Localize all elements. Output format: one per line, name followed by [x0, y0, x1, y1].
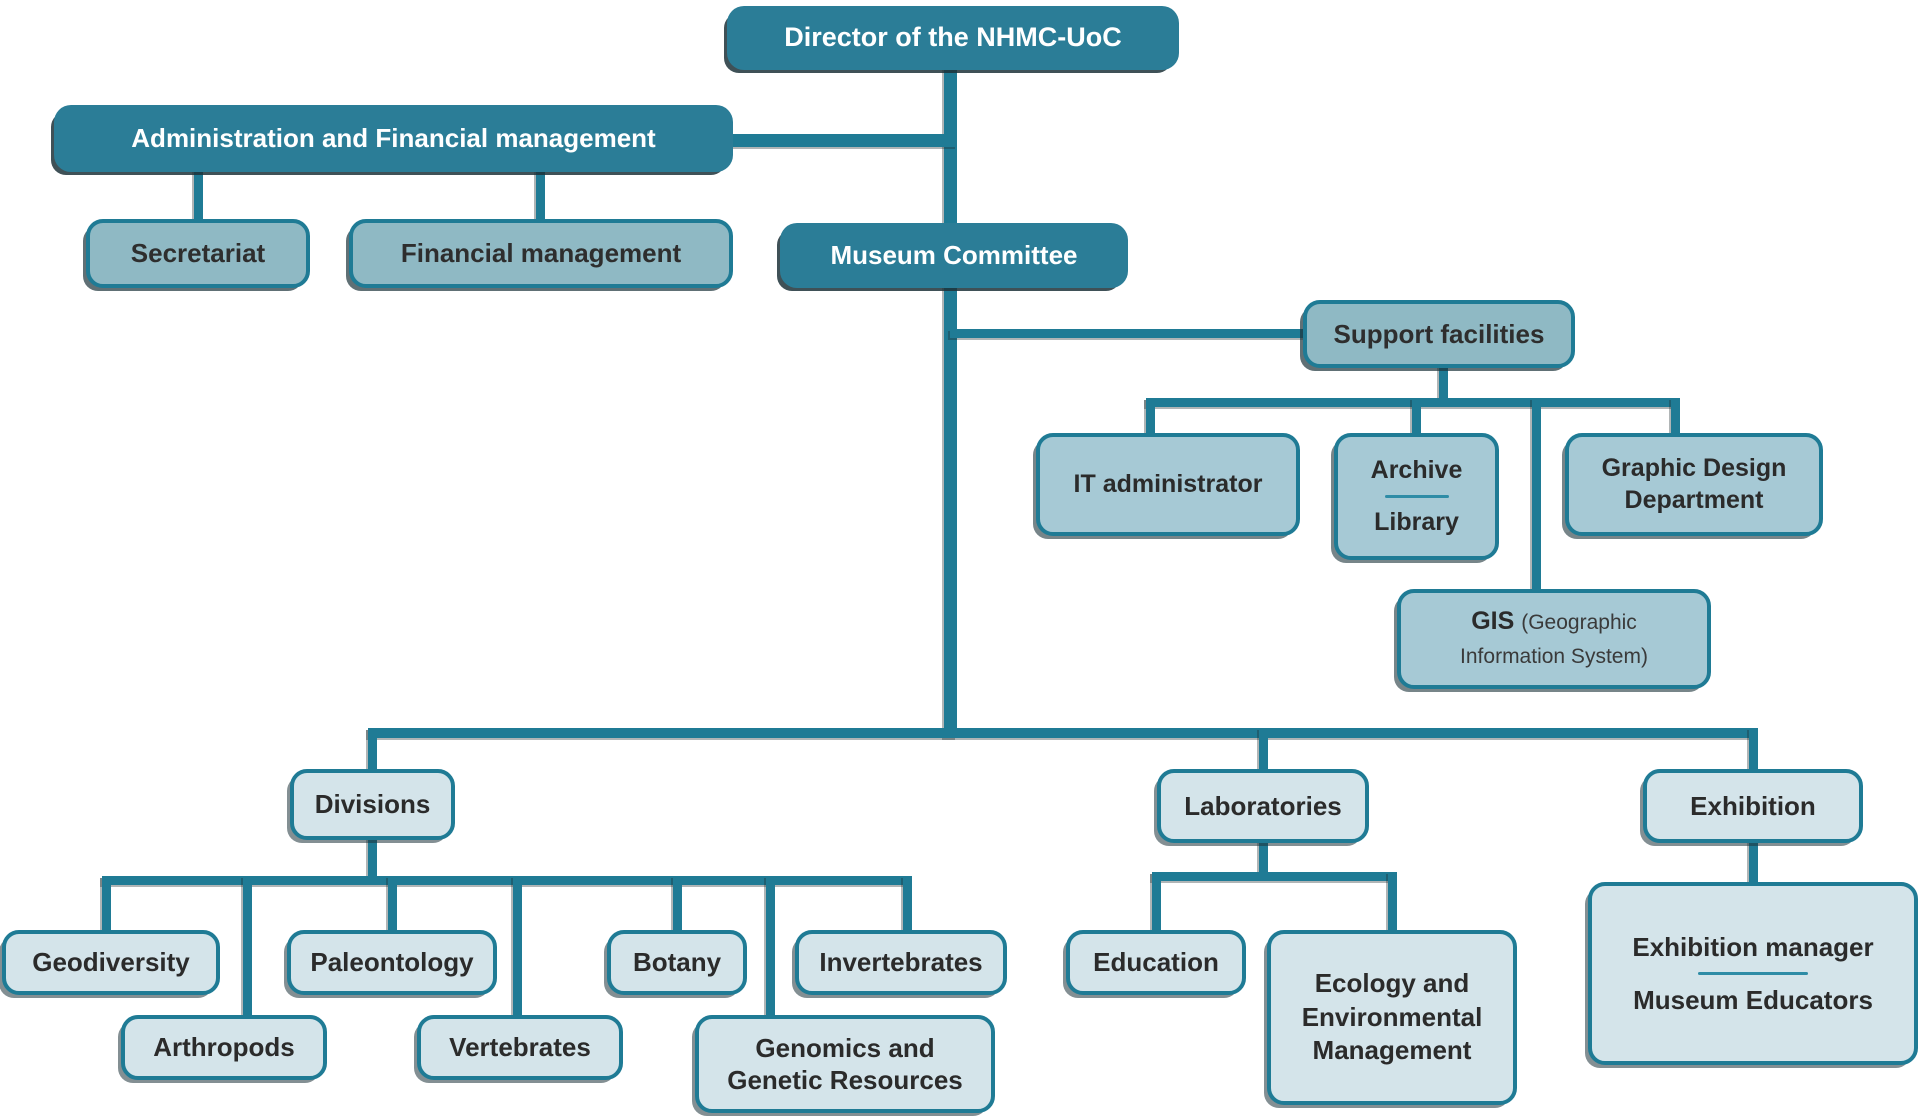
- connector-support-facilities: [950, 329, 1310, 338]
- archive-library-divider: [1384, 495, 1449, 498]
- connector-gis-drop: [1532, 398, 1541, 594]
- node-education-label: Education: [1093, 947, 1219, 978]
- node-director: Director of the NHMC-UoC: [727, 6, 1179, 70]
- node-archive-label: Archive: [1370, 455, 1463, 484]
- node-ecology-label: Ecology and Environmental Management: [1301, 967, 1483, 1066]
- node-graphic-design: Graphic Design Department: [1565, 433, 1823, 536]
- connector-arthropods-drop: [243, 876, 252, 1020]
- node-arthropods-label: Arthropods: [153, 1032, 295, 1063]
- node-secretariat-label: Secretariat: [130, 238, 266, 269]
- connector-paleontology-drop: [388, 876, 397, 934]
- connector-archive-drop: [1412, 398, 1421, 438]
- node-gis-text: GIS (Geographic Information System): [1425, 605, 1683, 673]
- node-gis-full-name: (Geographic Information System): [1460, 611, 1648, 668]
- node-museum-educators-label: Museum Educators: [1633, 985, 1873, 1015]
- node-support-facilities: Support facilities: [1303, 300, 1575, 368]
- node-genomics: Genomics and Genetic Resources: [695, 1015, 995, 1113]
- connector-it-admin-drop: [1146, 398, 1155, 438]
- node-divisions-label: Divisions: [314, 789, 431, 820]
- node-divisions: Divisions: [290, 769, 455, 840]
- node-museum-committee: Museum Committee: [780, 223, 1128, 288]
- node-gis-acronym: GIS: [1471, 607, 1515, 636]
- node-invertebrates: Invertebrates: [795, 930, 1007, 995]
- node-secretariat: Secretariat: [86, 219, 310, 288]
- connector-secretariat-drop: [194, 170, 203, 222]
- node-arthropods: Arthropods: [121, 1015, 327, 1080]
- connector-divisions-feed: [368, 728, 377, 774]
- connector-main-branch: [368, 728, 1758, 738]
- connector-financial-drop: [536, 170, 545, 222]
- connector-laboratories-branch: [1152, 872, 1396, 881]
- node-support-facilities-label: Support facilities: [1333, 318, 1545, 349]
- node-genomics-label: Genomics and Genetic Resources: [727, 1032, 963, 1096]
- connector-genomics-drop: [766, 876, 775, 1020]
- node-geodiversity: Geodiversity: [2, 930, 220, 995]
- node-it-administrator-label: IT administrator: [1073, 469, 1263, 498]
- node-administration: Administration and Financial management: [54, 105, 733, 172]
- node-gis: GIS (Geographic Information System): [1397, 589, 1711, 689]
- node-vertebrates: Vertebrates: [417, 1015, 623, 1080]
- node-financial-management-label: Financial management: [400, 238, 682, 269]
- node-education: Education: [1066, 930, 1246, 995]
- node-geodiversity-label: Geodiversity: [32, 947, 190, 978]
- node-botany: Botany: [607, 930, 747, 995]
- node-laboratories: Laboratories: [1157, 769, 1369, 843]
- node-archive-library: Archive Library: [1334, 433, 1499, 560]
- node-financial-management: Financial management: [349, 219, 733, 288]
- node-graphic-design-label: Graphic Design Department: [1601, 454, 1787, 514]
- node-exhibition: Exhibition: [1643, 769, 1863, 843]
- node-invertebrates-label: Invertebrates: [819, 947, 983, 978]
- node-library-label: Library: [1374, 508, 1459, 536]
- node-it-administrator: IT administrator: [1036, 433, 1300, 536]
- connector-invertebrates-drop: [903, 876, 912, 934]
- node-exhibition-manager-label: Exhibition manager: [1632, 931, 1874, 962]
- node-botany-label: Botany: [632, 947, 722, 978]
- connector-laboratories-feed: [1259, 728, 1268, 774]
- node-director-label: Director of the NHMC-UoC: [784, 22, 1122, 53]
- connector-support-out: [1439, 365, 1448, 405]
- connector-divisions-out: [368, 838, 377, 882]
- node-paleontology-label: Paleontology: [310, 947, 474, 978]
- node-administration-label: Administration and Financial management: [131, 123, 656, 154]
- node-exhibition-label: Exhibition: [1690, 790, 1816, 821]
- node-ecology: Ecology and Environmental Management: [1267, 930, 1517, 1105]
- connector-exhibition-feed: [1749, 728, 1758, 774]
- node-paleontology: Paleontology: [287, 930, 497, 995]
- connector-divisions-branch: [102, 876, 912, 885]
- connector-administration: [725, 134, 957, 147]
- connector-exhibition-out: [1749, 838, 1758, 886]
- connector-graphic-design-drop: [1671, 398, 1680, 438]
- node-vertebrates-label: Vertebrates: [449, 1032, 591, 1063]
- connector-botany-drop: [673, 876, 682, 934]
- connector-ecology-drop: [1388, 872, 1397, 934]
- connector-geodiversity-drop: [102, 876, 111, 934]
- connector-vertebrates-drop: [513, 876, 522, 1020]
- node-laboratories-label: Laboratories: [1184, 790, 1342, 821]
- connector-laboratories-out: [1259, 838, 1268, 878]
- node-exhibition-staff: Exhibition manager Museum Educators: [1588, 882, 1918, 1065]
- exhibition-staff-divider: [1698, 972, 1808, 975]
- connector-trunk: [944, 68, 957, 738]
- node-museum-committee-label: Museum Committee: [830, 240, 1078, 271]
- connector-education-drop: [1152, 872, 1161, 934]
